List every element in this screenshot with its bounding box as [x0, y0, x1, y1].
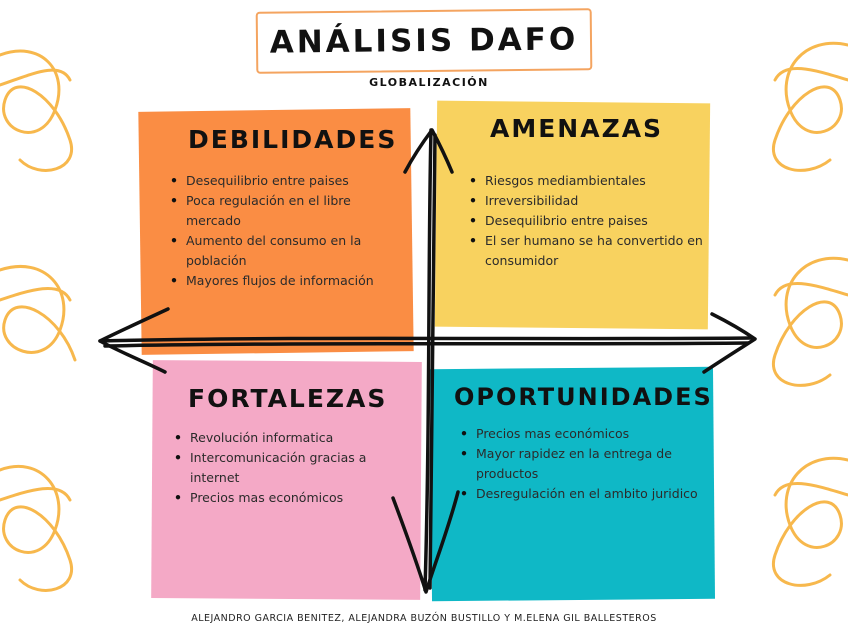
- top-arrowhead: [405, 130, 452, 172]
- footer-authors: ALEJANDRO GARCIA BENITEZ, ALEJANDRA BUZÓ…: [0, 613, 848, 624]
- horizontal-axis: [100, 338, 752, 341]
